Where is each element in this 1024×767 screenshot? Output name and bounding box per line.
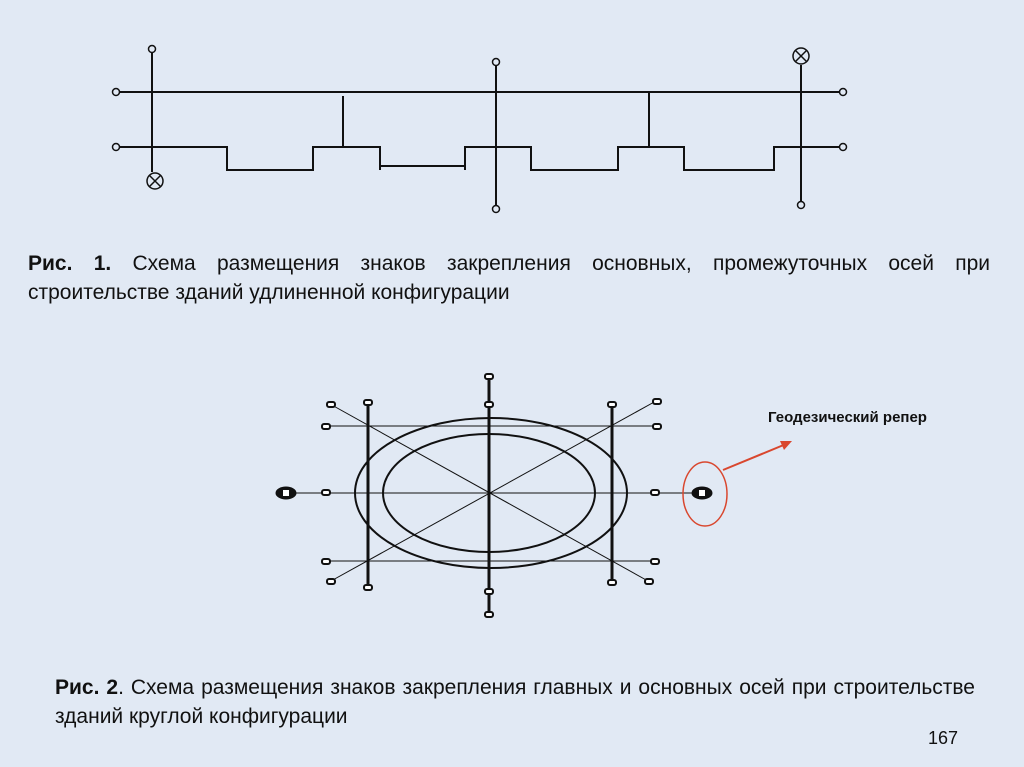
figure1-caption: Рис. 1. Схема размещения знаков закрепле… — [28, 249, 990, 307]
cross-marker-icon — [146, 47, 810, 190]
arrow-head-icon — [780, 441, 792, 450]
benchmark-callout: Геодезический репер — [768, 409, 927, 426]
figure2-caption-text: . Схема размещения знаков закрепления гл… — [55, 676, 975, 728]
benchmark-marker-icon — [275, 486, 713, 500]
figure1-label: Рис. 1. — [28, 252, 112, 275]
highlight-circle — [682, 461, 728, 527]
figure2-caption: Рис. 2. Схема размещения знаков закрепле… — [55, 673, 975, 731]
figure2-label: Рис. 2 — [55, 676, 119, 699]
figure1-caption-text: Схема размещения знаков закрепления осно… — [28, 252, 991, 304]
page-number: 167 — [928, 728, 959, 748]
